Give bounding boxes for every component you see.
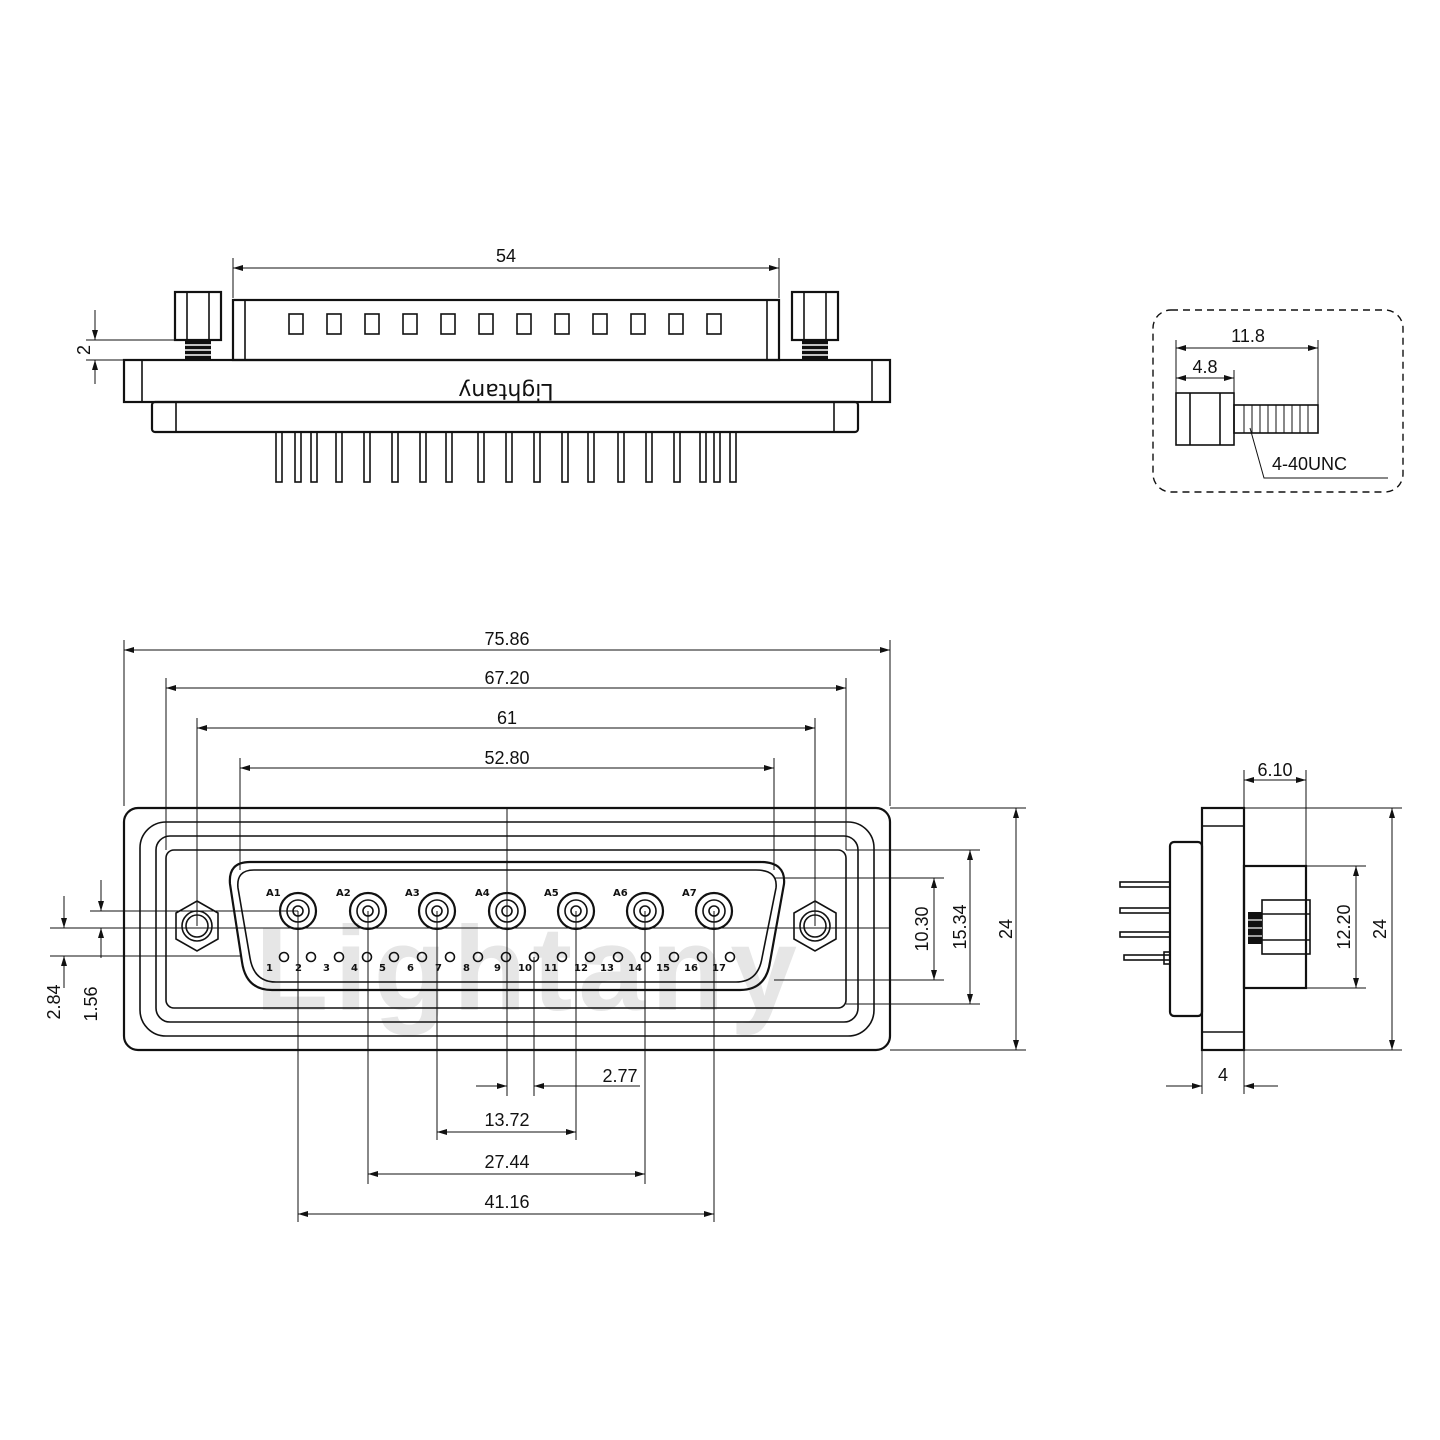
pin-label: 12 <box>574 963 588 974</box>
dim-24-side: 24 <box>1370 919 1390 939</box>
dim-overall: 75.86 <box>484 629 529 649</box>
dim-10-30: 10.30 <box>912 906 932 951</box>
pin-label: 3 <box>323 963 330 974</box>
pin-label: 15 <box>656 963 670 974</box>
dim-standoff-2: 2 <box>74 345 94 355</box>
top-shell <box>231 298 781 362</box>
top-view: Lightany <box>74 246 892 483</box>
dim-screw-head: 4.8 <box>1192 357 1217 377</box>
dim-4: 4 <box>1218 1065 1228 1085</box>
top-pins <box>275 431 737 483</box>
pin-label: 17 <box>712 963 726 974</box>
top-lower-body <box>150 400 860 434</box>
dim-width-54: 54 <box>496 246 516 266</box>
side-flange <box>1200 806 1246 1052</box>
dim-13-72: 13.72 <box>484 1110 529 1130</box>
coax-label-a3: A3 <box>405 888 420 899</box>
coax-label-a1: A1 <box>266 888 281 899</box>
pin-label: 14 <box>628 963 642 974</box>
side-pins <box>1119 881 1171 965</box>
shell-windows <box>288 313 722 335</box>
screw-head <box>1175 392 1235 446</box>
detail-frame <box>1152 309 1404 493</box>
screw-detail: 11.8 4.8 4-40UNC <box>1152 309 1404 493</box>
coax-label-a4: A4 <box>475 888 490 899</box>
dim-24-front: 24 <box>996 919 1016 939</box>
pin-label: 4 <box>351 963 358 974</box>
coax-labels: A1 A2 A3 A4 A5 A6 A7 <box>266 888 697 899</box>
left-jackscrew <box>173 290 223 360</box>
pin-label: 5 <box>379 963 386 974</box>
pin-label: 1 <box>266 963 273 974</box>
dim-screw-total: 11.8 <box>1231 326 1265 346</box>
watermark-text: Lightany <box>255 902 803 1036</box>
dim-15-34: 15.34 <box>950 904 970 949</box>
dim-shell: 52.80 <box>484 748 529 768</box>
pin-label: 13 <box>600 963 614 974</box>
coax-label-a5: A5 <box>544 888 559 899</box>
coax-label-a7: A7 <box>682 888 697 899</box>
front-view: A1 A2 A3 A4 A5 A6 A7 <box>44 629 1026 1222</box>
dim-1-56: 1.56 <box>81 986 101 1021</box>
coax-label-a2: A2 <box>336 888 351 899</box>
pin-label: 11 <box>544 963 558 974</box>
dim-2-84: 2.84 <box>44 984 64 1019</box>
right-jackscrew <box>790 290 840 360</box>
dim-flange: 67.20 <box>484 668 529 688</box>
signal-pins <box>278 951 736 963</box>
dim-6-10: 6.10 <box>1257 760 1292 780</box>
side-screw-head <box>1261 899 1311 955</box>
dim-41-16: 41.16 <box>484 1192 529 1212</box>
dim-27-44: 27.44 <box>484 1152 529 1172</box>
d-shell-outer <box>228 860 786 992</box>
pin-label: 10 <box>518 963 532 974</box>
pin-label: 6 <box>407 963 414 974</box>
coax-label-a6: A6 <box>613 888 628 899</box>
side-view: 6.10 12.20 24 4 <box>1119 760 1402 1094</box>
pin-label: 8 <box>463 963 470 974</box>
side-shell <box>1242 864 1308 990</box>
pin-label: 7 <box>435 963 442 974</box>
thread-callout: 4-40UNC <box>1272 454 1347 474</box>
dim-12-20: 12.20 <box>1334 904 1354 949</box>
pin-label: 9 <box>494 963 501 974</box>
pin-label: 16 <box>684 963 698 974</box>
side-rear-body <box>1168 840 1204 1018</box>
dim-pitch: 2.77 <box>602 1066 637 1086</box>
brand-text: Lightany <box>458 378 553 403</box>
thread-lines <box>1243 405 1309 433</box>
dim-holes: 61 <box>497 708 517 728</box>
